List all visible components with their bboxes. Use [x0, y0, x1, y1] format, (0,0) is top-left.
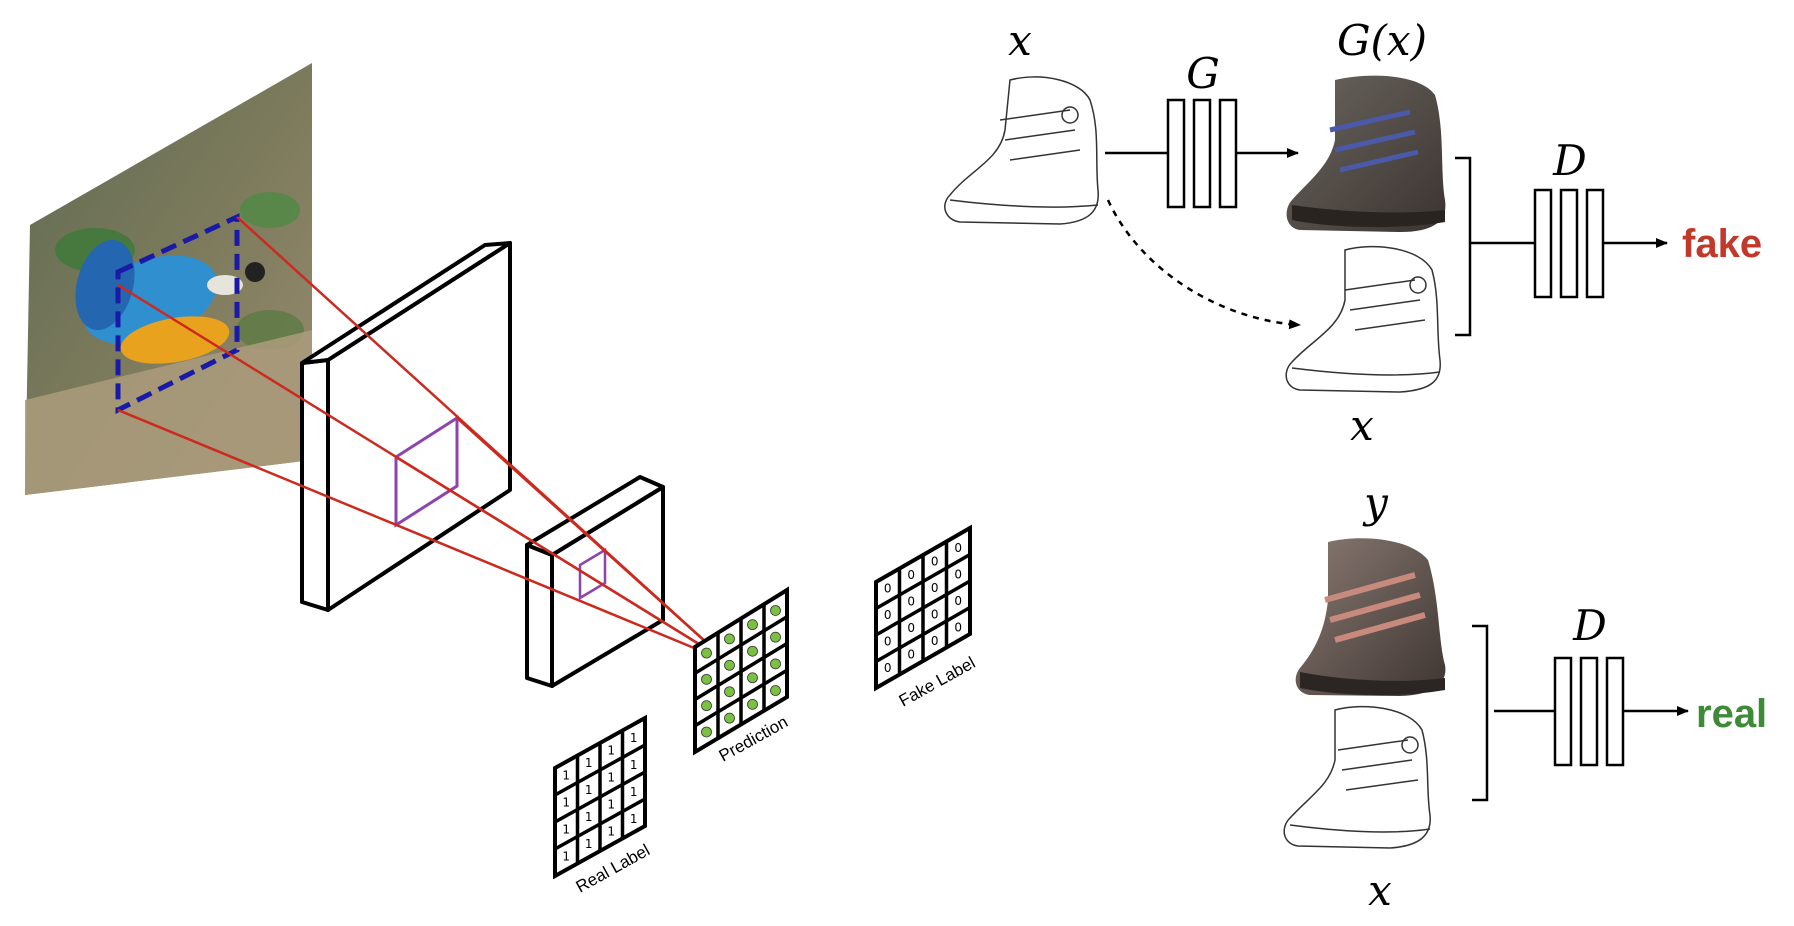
- prediction-gridline: [694, 668, 788, 728]
- real-label-cell-value: 1: [630, 731, 638, 745]
- fake-label-cell-value: 0: [954, 594, 962, 608]
- prediction-dot: [747, 672, 758, 684]
- fake-label-cell-value: 0: [907, 621, 915, 635]
- real-label-cell-value: 1: [562, 768, 570, 782]
- fake-label-grid: 0 0 0 0 0 0 0 0 0 0 0 0 0 0 0 0: [874, 524, 972, 692]
- prediction-dot: [701, 726, 712, 738]
- dashed-condition-arrow: [1106, 199, 1301, 330]
- real-label-cell-value: 1: [562, 822, 570, 836]
- real-label-cell-value: 1: [562, 795, 570, 809]
- real-label-cell-value: 1: [607, 743, 615, 757]
- fake-label-cell-value: 0: [884, 608, 892, 622]
- prediction-dot: [770, 685, 781, 696]
- fake-label-cell-value: 0: [907, 648, 915, 662]
- real-label-cell-value: 1: [585, 810, 593, 824]
- prediction-dot: [724, 633, 735, 645]
- fake-label-cell-value: 0: [907, 568, 915, 582]
- real-label-gridline: [554, 770, 646, 824]
- prediction-dot: [724, 659, 735, 671]
- fake-label-cell-value: 0: [884, 635, 892, 649]
- prediction-dot: [724, 686, 735, 698]
- shoe-sketch-condition-top: [1285, 245, 1441, 393]
- fake-label-cell-value: 0: [931, 581, 939, 595]
- discriminator-label-top: D: [1552, 136, 1587, 185]
- discriminator-conv-block-bottom: [1553, 656, 1625, 767]
- top-condition-label: x: [1350, 401, 1374, 450]
- top-pair-bracket: [1455, 156, 1472, 337]
- prediction-dot: [701, 647, 712, 659]
- fake-label-gridline: [875, 579, 971, 637]
- discriminator-conv-block-top: [1533, 188, 1605, 299]
- prediction-dot: [701, 673, 712, 685]
- prediction-dot: [701, 700, 712, 712]
- shoe-photo-generated: [1286, 75, 1446, 232]
- real-label-cell-value: 1: [607, 824, 615, 838]
- real-label-cell-value: 1: [607, 770, 615, 784]
- dashed-patch-box: [115, 213, 240, 415]
- fake-label-gridline: [875, 552, 971, 611]
- prediction-dot: [747, 645, 758, 657]
- real-label-cell-value: 1: [562, 849, 570, 863]
- prediction-dot: [770, 658, 781, 670]
- real-label-gridline: [554, 797, 646, 851]
- fake-label-cell-value: 0: [884, 661, 892, 675]
- real-label-cell-value: 1: [585, 756, 593, 770]
- real-label-cell-value: 1: [630, 812, 638, 826]
- prediction-gridline: [694, 615, 788, 675]
- fake-label-cell-value: 0: [884, 582, 892, 596]
- conv-layer-small: [525, 475, 665, 688]
- real-label-cell-value: 1: [585, 837, 593, 851]
- patch-box-large: [394, 415, 459, 528]
- target-label: y: [1362, 478, 1389, 527]
- fake-label-cell-value: 0: [931, 608, 939, 622]
- bottom-condition-label: x: [1368, 866, 1392, 915]
- prediction-grid: [693, 586, 789, 756]
- prediction-dot: [747, 619, 758, 631]
- shoe-photo-real: [1295, 538, 1446, 696]
- generator-conv-block: [1166, 98, 1238, 209]
- prediction-dot: [747, 698, 758, 710]
- conv-layer-large: [300, 241, 512, 612]
- fake-label-cell-value: 0: [954, 621, 962, 635]
- discriminator-label-bottom: D: [1572, 601, 1607, 650]
- real-label-cell-value: 1: [585, 783, 593, 797]
- fake-label-cell-value: 0: [954, 541, 962, 555]
- fake-output-label: fake: [1682, 222, 1762, 266]
- shoe-sketch-input: [944, 76, 1099, 225]
- fake-label-cell-value: 0: [931, 555, 939, 569]
- real-label-cell-value: 1: [630, 758, 638, 772]
- generated-label: G(x): [1337, 16, 1427, 65]
- fake-label-cell-value: 0: [931, 634, 939, 648]
- prediction-dot: [770, 631, 781, 643]
- real-output-label: real: [1696, 692, 1767, 736]
- prediction-dot: [770, 605, 781, 616]
- bottom-pair-bracket: [1472, 624, 1489, 802]
- patch-box-small: [578, 547, 607, 601]
- shoe-sketch-condition-bottom: [1283, 705, 1431, 849]
- fake-label-gridline: [875, 605, 971, 664]
- parrot-photo: [25, 63, 312, 495]
- generator-label: G: [1186, 49, 1220, 98]
- real-label-cell-value: 1: [630, 785, 638, 799]
- prediction-gridline: [694, 642, 788, 701]
- fake-label-cell-value: 0: [954, 568, 962, 582]
- prediction-dot: [724, 712, 735, 724]
- fake-label-cell-value: 0: [907, 595, 915, 609]
- receptive-field-lines: [117, 216, 729, 664]
- top-input-label: x: [1008, 16, 1032, 65]
- real-label-gridline: [554, 743, 646, 797]
- real-label-cell-value: 1: [607, 797, 615, 811]
